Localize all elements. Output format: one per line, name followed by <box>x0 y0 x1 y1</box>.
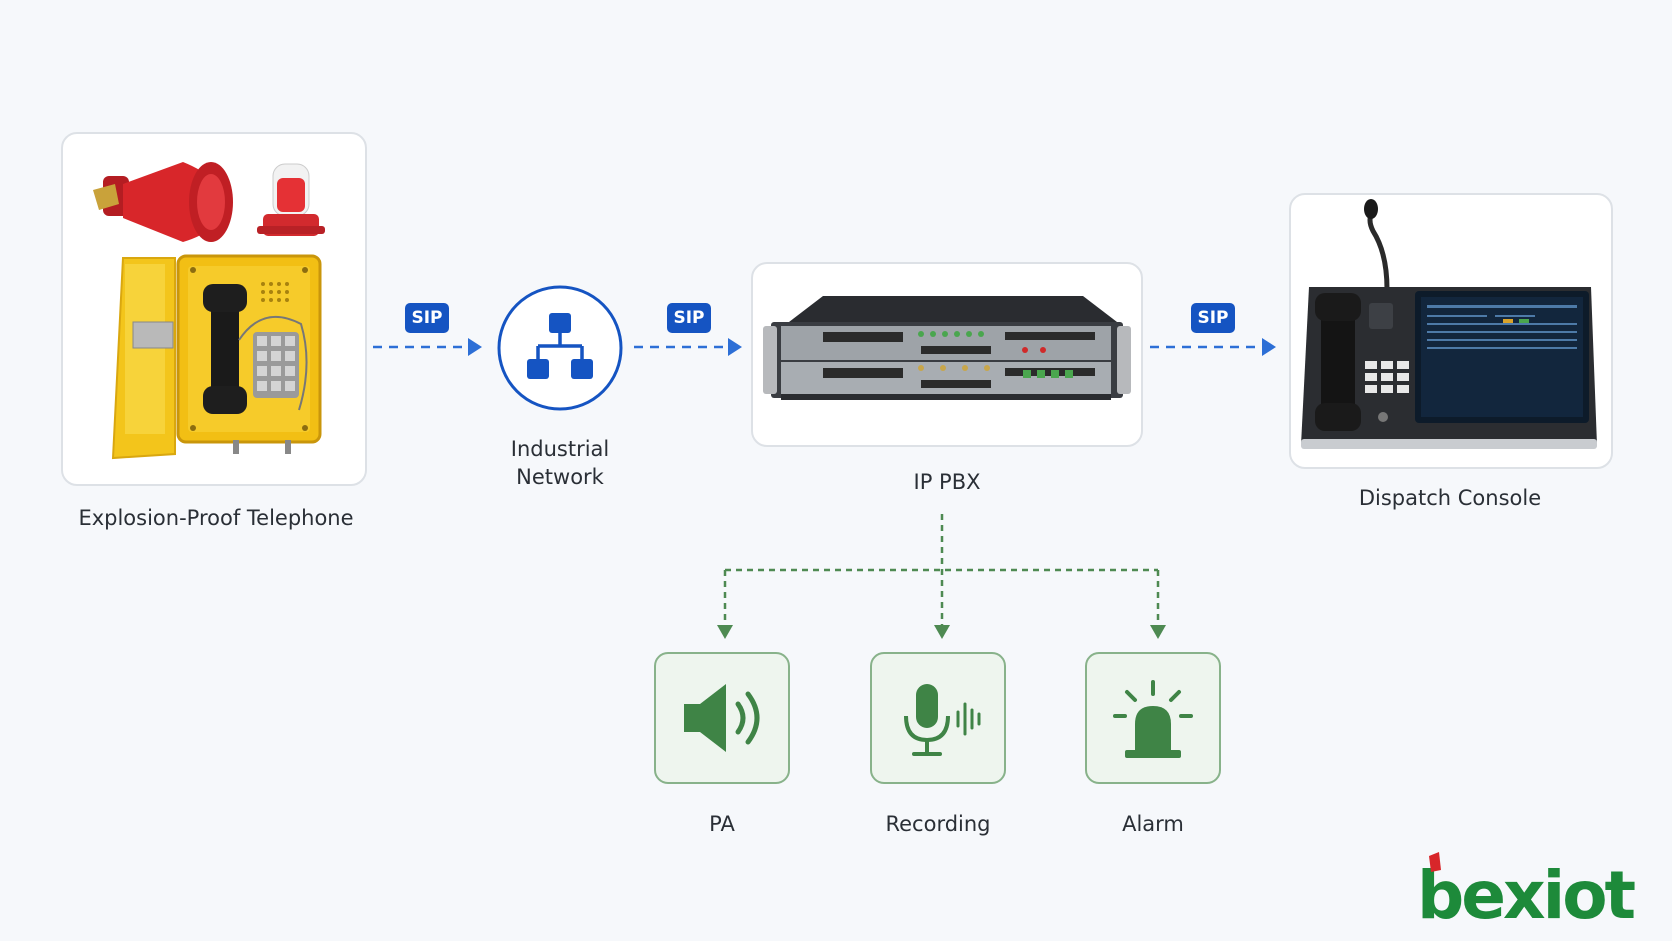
arrowhead-network <box>468 338 482 356</box>
alarm-label: Alarm <box>1122 812 1184 836</box>
svg-text:bexiot: bexiot <box>1417 857 1636 930</box>
beacon-icon <box>1113 680 1193 758</box>
pbx-rack-illustration <box>763 296 1131 400</box>
sip-badge-2: SIP <box>667 303 711 333</box>
console-label: Dispatch Console <box>1358 486 1542 510</box>
telephone-card <box>61 132 367 486</box>
pbx-label: IP PBX <box>913 470 981 494</box>
telephone-housing <box>111 254 322 460</box>
bexiot-logo: bexiot <box>1417 852 1639 930</box>
arrowhead-pa <box>717 625 733 639</box>
alarm-service-box <box>1085 652 1221 784</box>
speaker-icon <box>684 684 760 752</box>
sip-badge-3: SIP <box>1191 303 1235 333</box>
network-label-line2: Network <box>516 465 604 489</box>
recording-label: Recording <box>885 812 991 836</box>
horn-speaker-icon <box>93 162 233 242</box>
dispatch-console-illustration <box>1301 199 1597 449</box>
arrowhead-console <box>1262 338 1276 356</box>
pa-service-box <box>654 652 790 784</box>
pbx-card <box>751 262 1143 447</box>
strobe-beacon-icon <box>257 163 325 236</box>
arrowhead-recording <box>934 625 950 639</box>
network-label-line1: Industrial <box>510 437 610 461</box>
network-topology-icon <box>497 285 623 411</box>
console-card <box>1289 193 1613 469</box>
arrowhead-alarm <box>1150 625 1166 639</box>
pa-label: PA <box>709 812 735 836</box>
microphone-icon <box>904 684 981 756</box>
telephone-label: Explosion-Proof Telephone <box>78 506 354 530</box>
recording-service-box <box>870 652 1006 784</box>
sip-badge-1: SIP <box>405 303 449 333</box>
telephone-illustration <box>93 162 325 460</box>
arrowhead-pbx <box>728 338 742 356</box>
